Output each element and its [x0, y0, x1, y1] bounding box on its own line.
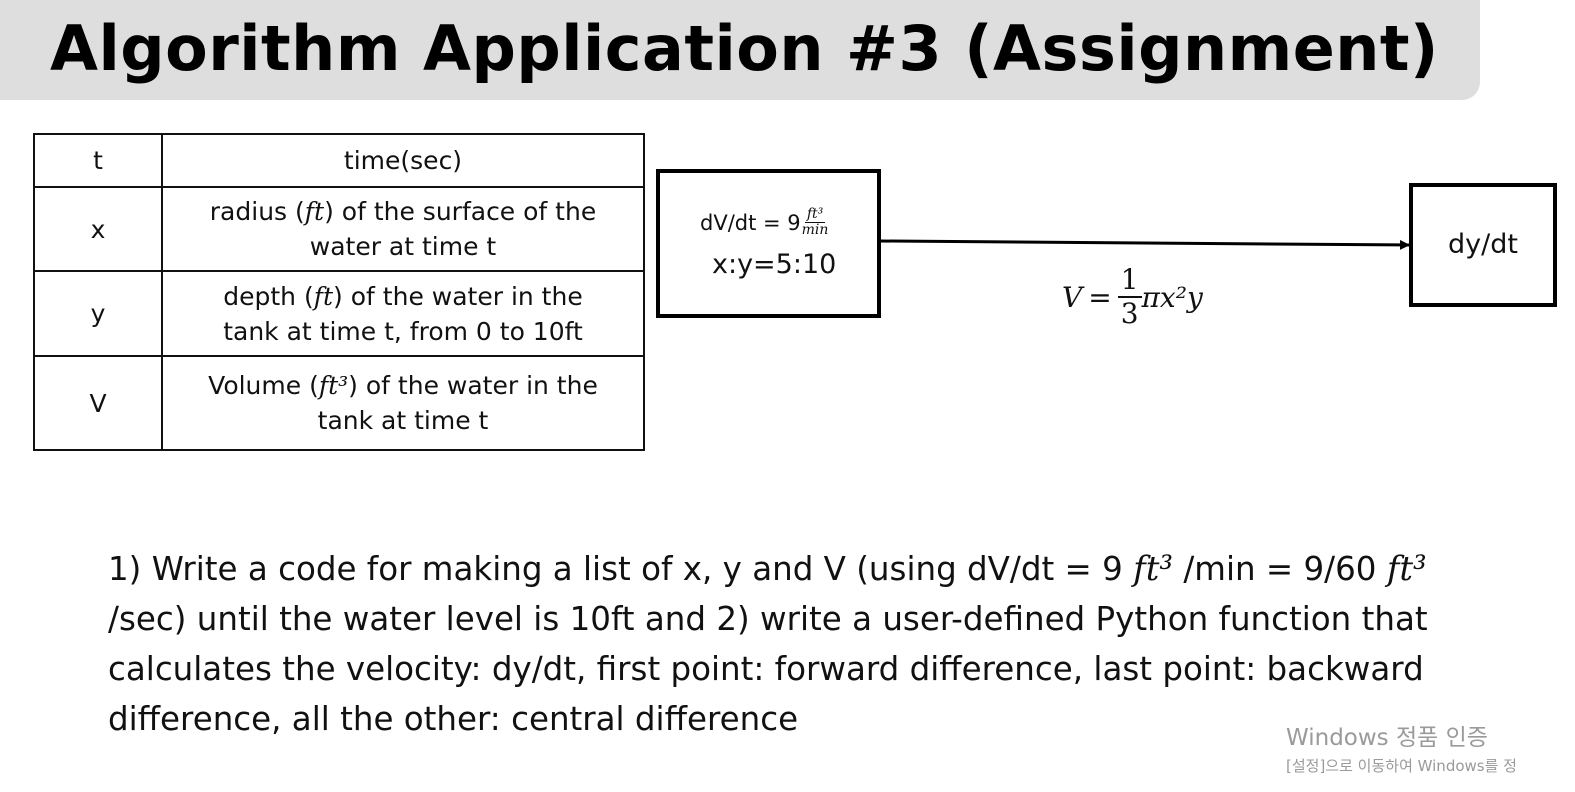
output-label: dy/dt: [1448, 229, 1518, 260]
rate-unit-numerator: ft³: [804, 206, 826, 223]
description-text: Volume (: [208, 371, 319, 400]
rate-label: dV/dt = 9: [700, 210, 801, 235]
title-bar: Algorithm Application #3 (Assignment): [0, 0, 1480, 100]
output-box: dy/dt: [1409, 183, 1557, 307]
description-text: water at time t: [309, 232, 497, 261]
task-text: 1) Write a code for making a list of x, …: [108, 550, 1134, 588]
fraction-denominator: 3: [1120, 297, 1139, 330]
description-cell: Volume (ft³) of the water in the tank at …: [161, 355, 645, 451]
description-cell: depth (ft) of the water in the tank at ti…: [161, 270, 645, 357]
unit-symbol: ft: [313, 281, 334, 311]
input-box: dV/dt = 9 ft³ min x:y=5:10: [656, 169, 881, 318]
unit-symbol: ft³: [1133, 549, 1174, 589]
description-text: ) of the surface of the: [324, 197, 597, 226]
table-row: y depth (ft) of the water in the tank at …: [33, 270, 645, 357]
rate-unit-denominator: min: [801, 222, 829, 238]
description-text: ) of the water in the: [348, 371, 598, 400]
formula-equals: =: [1088, 280, 1112, 314]
symbol-cell: x: [33, 186, 163, 272]
unit-symbol: ft: [304, 197, 325, 226]
description-text: tank at time t, from 0 to 10ft: [223, 316, 583, 346]
ratio-text: x:y=5:10: [712, 249, 837, 280]
formula-lhs: V: [1062, 280, 1083, 314]
formula-rhs: πx²y: [1141, 280, 1203, 314]
volume-formula: V = 1 3 πx²y: [1062, 264, 1203, 330]
description-text: time(sec): [343, 146, 463, 175]
fraction-numerator: 1: [1117, 264, 1142, 298]
unit-symbol: ft³: [318, 371, 349, 400]
formula-fraction: 1 3: [1117, 264, 1142, 330]
rate-unit-fraction: ft³ min: [802, 207, 829, 238]
table-row: x radius (ft) of the surface of the water…: [33, 186, 645, 272]
symbol-cell: V: [33, 355, 163, 451]
watermark-title: Windows 정품 인증: [1286, 725, 1488, 751]
description-cell: radius (ft) of the surface of the water a…: [161, 186, 645, 272]
description-text: ) of the water in the: [333, 281, 583, 311]
task-text: /sec) until the water level is 10ft and …: [108, 600, 1428, 738]
description-text: tank at time t: [317, 406, 489, 435]
variable-table: t time(sec) x radius (ft) of the surface…: [33, 133, 645, 451]
symbol-cell: t: [33, 133, 163, 188]
unit-symbol: ft³: [1386, 549, 1427, 589]
assignment-text: 1) Write a code for making a list of x, …: [108, 544, 1458, 744]
description-cell: time(sec): [161, 133, 645, 188]
slide-title: Algorithm Application #3 (Assignment): [50, 12, 1439, 85]
arrow-line: [880, 239, 1410, 250]
activation-watermark: Windows 정품 인증 [설정]으로 이동하여 Windows를 정: [1286, 722, 1517, 778]
description-text: radius (: [209, 197, 305, 226]
rate-expression: dV/dt = 9 ft³ min: [700, 207, 828, 238]
symbol-cell: y: [33, 270, 163, 357]
table-row: V Volume (ft³) of the water in the tank a…: [33, 355, 645, 451]
task-text: /min = 9/60: [1173, 550, 1387, 588]
description-text: depth (: [223, 281, 314, 311]
table-row: t time(sec): [33, 133, 645, 188]
watermark-subtitle: [설정]으로 이동하여 Windows를 정: [1286, 757, 1517, 775]
